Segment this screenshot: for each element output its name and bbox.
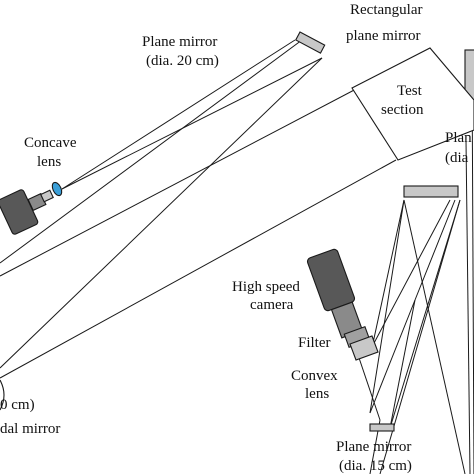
label-plane-mirror-bottom-2: (dia. 15 cm) (339, 458, 412, 474)
label-plane-mirror-top-2: (dia. 20 cm) (146, 53, 219, 69)
label-test-section-2: section (381, 102, 424, 118)
label-plane-mirror-top-1: Plane mirror (142, 34, 217, 50)
label-rect-mirror-1: Rectangular (350, 2, 422, 18)
label-plane-right-partial-1: Plan (445, 130, 472, 146)
label-left-partial-2: dal mirror (0, 421, 60, 437)
label-left-partial-1: 0 cm) (0, 397, 35, 413)
label-rect-mirror-2: plane mirror (346, 28, 421, 44)
label-concave-lens-1: Concave (24, 135, 77, 151)
plane-mirror-top (295, 31, 326, 54)
label-test-section-1: Test (397, 83, 423, 99)
label-plane-mirror-bottom-1: Plane mirror (336, 439, 411, 455)
plane-mirror-bottom (369, 423, 395, 432)
label-concave-lens-2: lens (37, 154, 61, 170)
light-source (0, 189, 54, 235)
test-section-box (351, 47, 474, 161)
left-partial-mirror (0, 379, 5, 411)
label-camera-2: camera (250, 297, 294, 313)
high-speed-camera (306, 248, 371, 349)
label-plane-right-partial-2: (dia (445, 150, 469, 166)
label-filter: Filter (298, 335, 331, 351)
concave-lens (51, 181, 63, 197)
plane-mirror-right (403, 185, 459, 198)
label-camera-1: High speed (232, 279, 300, 295)
label-convex-lens-2: lens (305, 386, 329, 402)
label-convex-lens-1: Convex (291, 368, 338, 384)
convex-lens (349, 335, 379, 361)
